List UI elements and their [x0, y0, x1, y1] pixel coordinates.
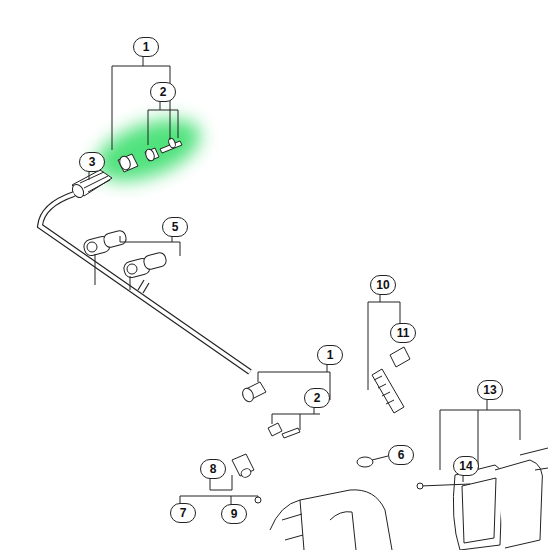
callout-number: 5 [162, 217, 188, 237]
callout-number: 6 [388, 445, 414, 465]
callout-number: 13 [477, 380, 503, 400]
callout-number: 7 [170, 503, 196, 523]
callout-number: 2 [150, 82, 176, 102]
callout-number: 8 [200, 459, 226, 479]
callout-number: 9 [221, 504, 247, 524]
callout-number: 1 [317, 345, 343, 365]
callout-number: 2 [304, 388, 330, 408]
callout-number: 10 [370, 275, 396, 295]
callout-number: 1 [133, 37, 159, 57]
callout-number: 3 [79, 152, 105, 172]
callout-number: 11 [390, 323, 416, 343]
callout-number: 14 [453, 456, 479, 476]
